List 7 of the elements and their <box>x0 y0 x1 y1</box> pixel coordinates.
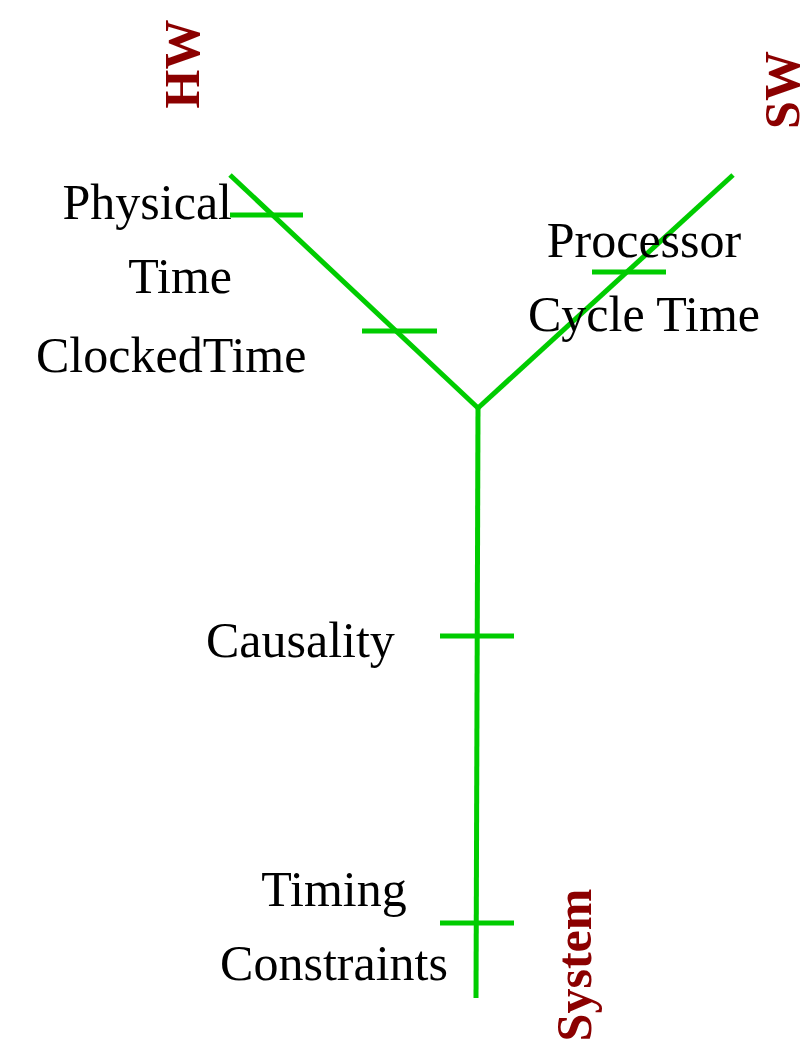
axis-heading: HW <box>153 19 210 109</box>
tick-label: Causality <box>206 611 396 670</box>
axis-heading: System <box>545 888 602 1042</box>
tick-label: Physical Time <box>61 173 232 306</box>
tick-label: Timing Constraints <box>219 860 449 993</box>
tick-label: ClockedTime <box>36 326 308 385</box>
axis-heading: SW <box>753 51 810 129</box>
